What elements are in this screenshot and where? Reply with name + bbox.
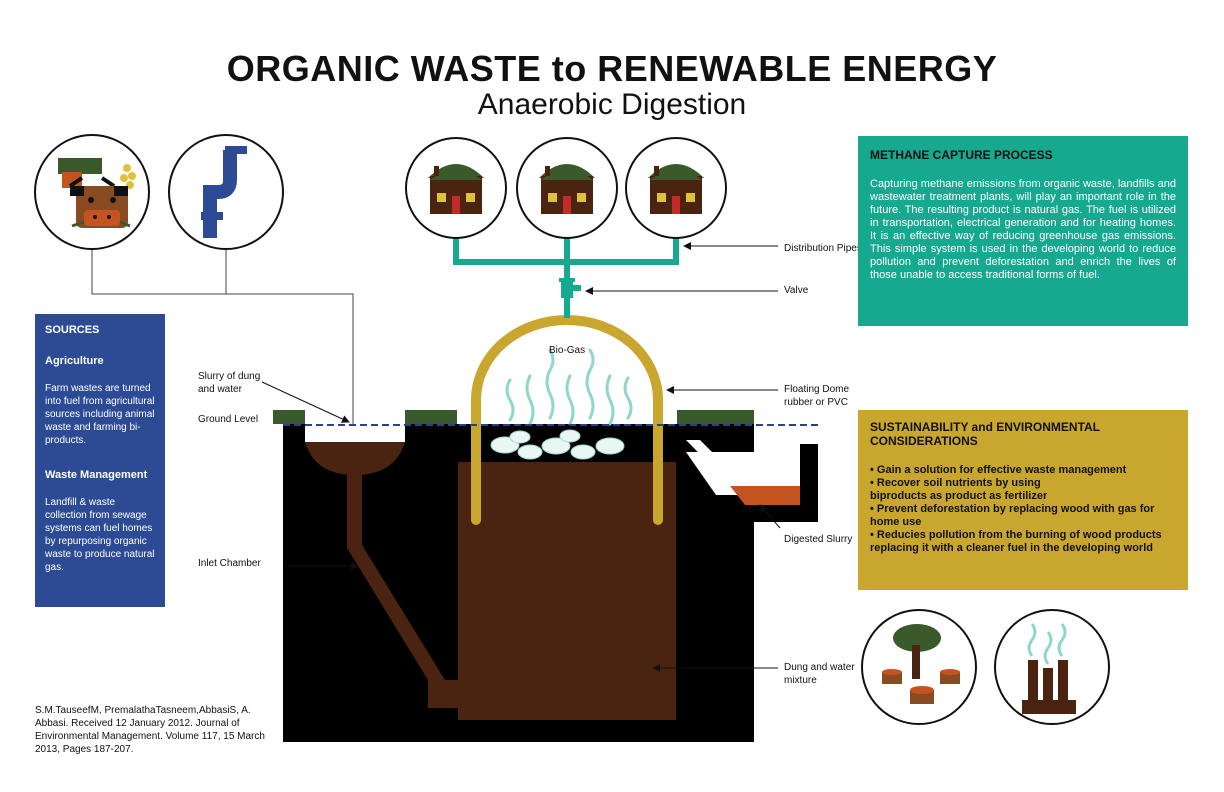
methane-capture-panel: METHANE CAPTURE PROCESS Capturing methan…: [858, 136, 1188, 326]
label-valve: Valve: [784, 285, 809, 296]
bio-gas-waves: [505, 348, 633, 426]
digested-slurry: [730, 486, 800, 505]
sustainability-item: replacing it with a cleaner fuel in the …: [870, 542, 1153, 554]
pipe-icon: [168, 134, 284, 250]
floating-dome: [471, 315, 663, 525]
page-subtitle: Anaerobic Digestion: [477, 88, 747, 121]
valve: [559, 278, 581, 298]
source-connector-lines: [91, 250, 354, 424]
outlet-channel: [686, 440, 745, 485]
label-digested-slurry: Digested Slurry: [784, 534, 853, 545]
label-dung-water-mixture: Dung and water mixture: [784, 661, 855, 687]
label-ground-level: Ground Level: [198, 414, 259, 425]
sustainability-item: • Recover soil nutrients by using: [870, 477, 1041, 489]
house-icon: [625, 137, 727, 239]
sources-agriculture-title: Agriculture: [45, 355, 104, 367]
methane-text: Capturing methane emissions from organic…: [870, 178, 1176, 281]
digester-slurry: [458, 462, 676, 720]
ground-block-left: [273, 410, 305, 424]
bio-gas-bubbles: [490, 429, 625, 460]
sources-waste-text: Landfill & waste collection from sewage …: [45, 497, 155, 573]
citation: S.M.TauseefM, PremalathaTasneem,AbbasiS,…: [35, 705, 265, 755]
sustainability-item: • Gain a solution for effective waste ma…: [870, 464, 1127, 476]
label-dung-water-line1: Dung and water: [784, 662, 855, 673]
ground-block-right: [677, 410, 754, 424]
label-distribution-pipes: Distribution Pipes: [784, 243, 862, 254]
sustainability-item: • Prevent deforestation by replacing woo…: [870, 503, 1155, 515]
inlet-funnel: [305, 442, 405, 475]
label-slurry: Slurry of dung and water: [198, 370, 260, 396]
page-title: ORGANIC WASTE to RENEWABLE ENERGY: [226, 48, 998, 89]
house-icon: [405, 137, 507, 239]
label-slurry-line2: and water: [198, 384, 242, 395]
sustainability-heading: SUSTAINABILITY and ENVIRONMENTAL CONSIDE…: [870, 420, 1100, 448]
label-floating-dome-line1: Floating Dome: [784, 384, 850, 395]
label-floating-dome-line2: rubber or PVC: [784, 397, 848, 408]
house-icon: [516, 137, 618, 239]
label-bio-gas: Bio-Gas: [549, 345, 586, 356]
sources-heading: SOURCES: [45, 324, 100, 336]
label-floating-dome: Floating Dome rubber or PVC: [784, 383, 849, 409]
sustainability-item: • Reducies pollution from the burning of…: [870, 529, 1162, 541]
sustainability-item: home use: [870, 516, 922, 528]
leader-arrows: [261, 242, 781, 672]
tree-stumps-icon: [861, 609, 977, 725]
sources-panel: SOURCES Agriculture Farm wastes are turn…: [35, 314, 165, 607]
cow-farm-icon: [34, 134, 150, 250]
sustainability-panel: SUSTAINABILITY and ENVIRONMENTAL CONSIDE…: [858, 410, 1188, 590]
sources-agriculture-text: Farm wastes are turned into fuel from ag…: [45, 383, 155, 446]
label-slurry-line1: Slurry of dung: [198, 371, 261, 382]
factory-smokestack-icon: [994, 609, 1110, 725]
sustainability-item: biproducts as product as fertilizer: [870, 490, 1048, 502]
ground-block-mid: [405, 410, 457, 424]
sources-waste-title: Waste Management: [45, 469, 148, 481]
label-dung-water-line2: mixture: [784, 675, 817, 686]
methane-heading: METHANE CAPTURE PROCESS: [870, 148, 1053, 162]
inlet-pipe: [347, 470, 458, 708]
label-inlet-chamber: Inlet Chamber: [198, 558, 261, 569]
